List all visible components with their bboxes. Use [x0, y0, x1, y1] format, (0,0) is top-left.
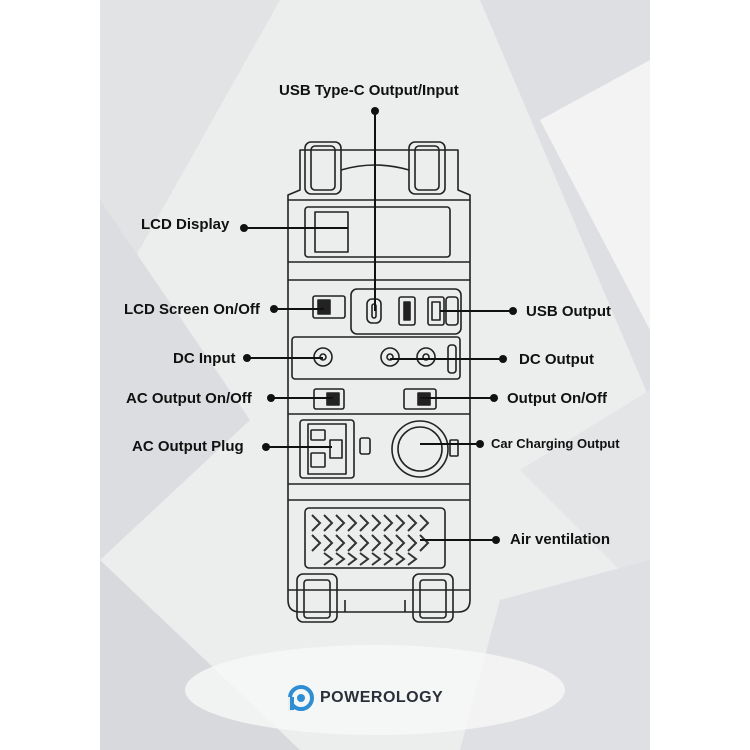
leader-line-usb-output — [440, 310, 512, 312]
label-output-onoff: Output On/Off — [507, 390, 607, 407]
dc-output-port-1 — [380, 347, 400, 367]
leader-line-car-charging-output — [420, 443, 478, 445]
leader-line-ac-output-plug — [266, 446, 332, 448]
label-dc-input: DC Input — [173, 350, 236, 367]
usb-a-port-1 — [398, 296, 416, 326]
leader-line-dc-input — [247, 357, 323, 359]
label-lcd-screen-onoff: LCD Screen On/Off — [124, 301, 260, 318]
label-lcd-display: LCD Display — [141, 216, 230, 233]
brand-logo: POWEROLOGY — [288, 684, 443, 712]
lcd-screen-switch — [312, 295, 346, 319]
leader-line-lcd-screen-onoff — [274, 308, 324, 310]
device-body — [287, 149, 471, 613]
label-usb-type-c: USB Type-C Output/Input — [279, 82, 459, 99]
label-air-ventilation: Air ventilation — [510, 531, 611, 548]
ac-output-switch — [313, 388, 345, 410]
leader-dot-output-onoff — [490, 394, 498, 402]
leader-line-dc-output — [390, 358, 502, 360]
leader-line-lcd-display — [244, 227, 348, 229]
top-left-handle — [304, 141, 342, 195]
top-right-handle — [408, 141, 446, 195]
leader-line-air-ventilation — [420, 539, 494, 541]
vent-pattern — [311, 514, 430, 566]
dc-output-port-2 — [416, 347, 436, 367]
leader-dot-car-charging-output — [476, 440, 484, 448]
leader-line-usb-type-c — [374, 111, 376, 311]
leader-line-output-onoff — [420, 397, 493, 399]
leader-dot-air-ventilation — [492, 536, 500, 544]
lcd-display — [314, 211, 349, 253]
label-dc-output: DC Output — [519, 351, 594, 368]
label-ac-output-onoff: AC Output On/Off — [126, 390, 252, 407]
bottom-left-foot — [296, 573, 338, 623]
ac-outlet — [299, 419, 355, 479]
powerology-logo-icon — [288, 685, 314, 711]
leader-line-ac-output-onoff — [271, 397, 333, 399]
leader-dot-usb-output — [509, 307, 517, 315]
car-charging-socket — [391, 420, 449, 478]
air-vent — [304, 507, 446, 569]
label-ac-output-plug: AC Output Plug — [132, 438, 244, 455]
label-car-charging-output: Car Charging Output — [491, 436, 620, 451]
label-usb-output: USB Output — [526, 303, 611, 320]
bottom-right-foot — [412, 573, 454, 623]
leader-dot-dc-output — [499, 355, 507, 363]
brand-name: POWEROLOGY — [320, 689, 444, 706]
output-switch — [403, 388, 437, 410]
